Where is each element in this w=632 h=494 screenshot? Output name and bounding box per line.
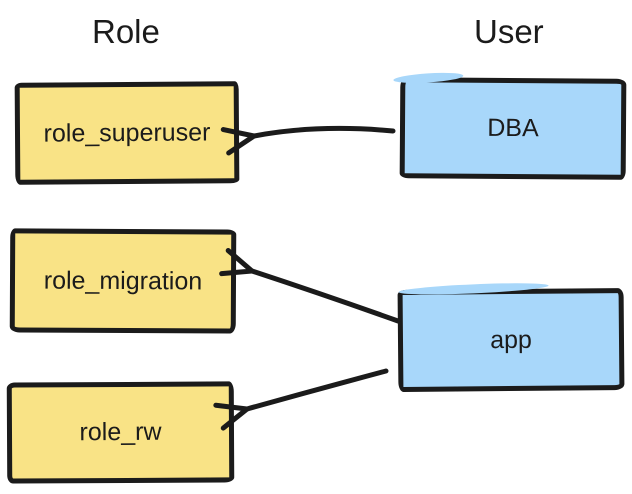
arrow-dba-to-role-superuser (220, 125, 396, 156)
arrow-app-to-role-rw (213, 368, 389, 431)
arrow-app-to-role-migration (219, 248, 401, 324)
user-box-dba: DBA (399, 77, 627, 180)
role-label-superuser: role_superuser (43, 117, 211, 148)
role-box-migration: role_migration (9, 228, 237, 334)
role-box-rw: role_rw (6, 381, 235, 484)
user-label-dba: DBA (487, 113, 539, 143)
role-box-superuser: role_superuser (14, 81, 240, 185)
column-title-role: Role (92, 13, 160, 50)
user-label-app: app (490, 325, 532, 354)
role-label-migration: role_migration (43, 266, 203, 295)
column-title-user: User (474, 13, 544, 50)
role-label-rw: role_rw (79, 417, 162, 447)
user-box-app: app (397, 288, 625, 392)
